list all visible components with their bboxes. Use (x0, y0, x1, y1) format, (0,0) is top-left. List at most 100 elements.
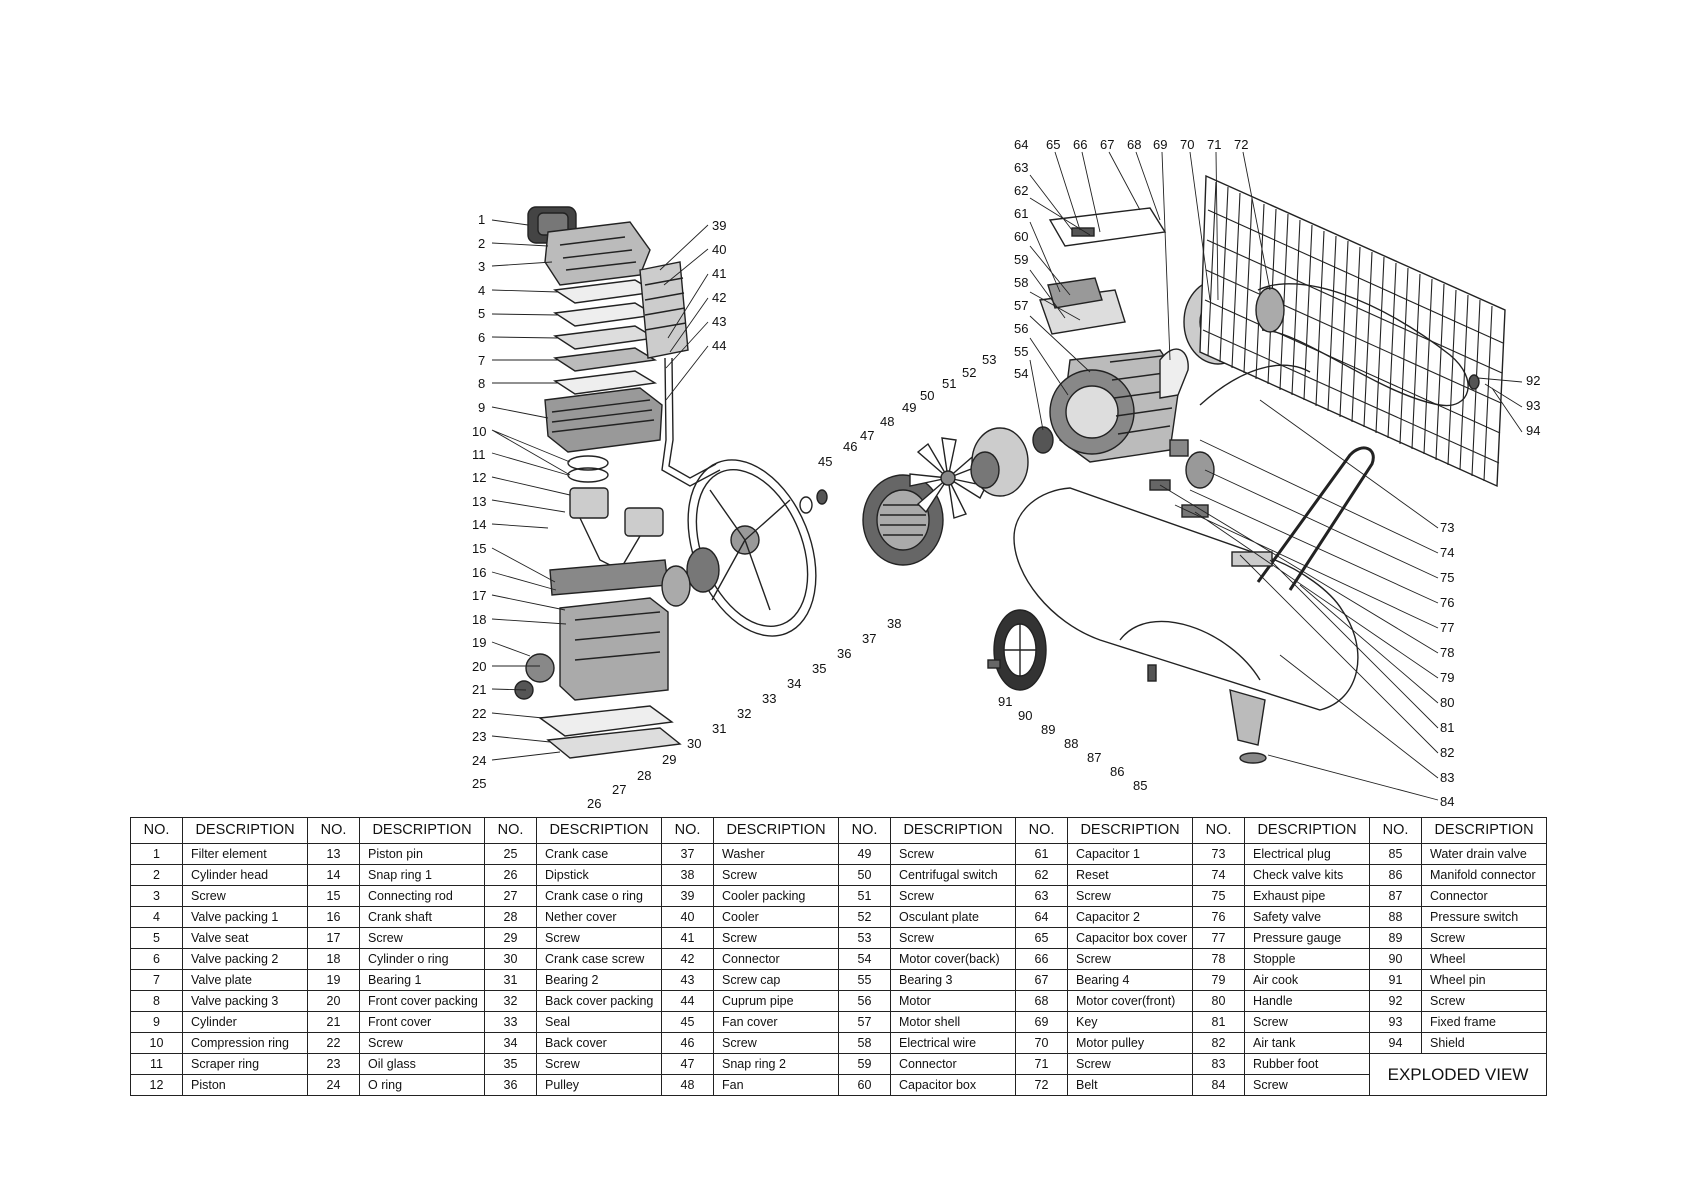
part-number-cell: 49 (838, 843, 891, 865)
callout: 6 (478, 330, 485, 345)
callout: 23 (472, 729, 486, 744)
part-description-cell: Screw (890, 843, 1016, 865)
part-description-cell: Crank case screw (536, 948, 662, 970)
part-description-cell: Compression ring (182, 1032, 308, 1054)
callout: 56 (1014, 321, 1028, 336)
part-description-cell: Motor (890, 990, 1016, 1012)
part-number-cell: 67 (1015, 969, 1068, 991)
callout: 82 (1440, 745, 1454, 760)
callout: 90 (1018, 708, 1032, 723)
callout: 49 (902, 400, 916, 415)
part-description-cell: Osculant plate (890, 906, 1016, 928)
callout: 26 (587, 796, 601, 810)
part-number-cell: 40 (661, 906, 714, 928)
part-description-cell: Air cook (1244, 969, 1370, 991)
callout: 64 (1014, 137, 1028, 152)
callout: 89 (1041, 722, 1055, 737)
callout: 68 (1127, 137, 1141, 152)
header-no: NO. (838, 817, 891, 844)
part-number-cell: 13 (307, 843, 360, 865)
part-description-cell: Capacitor box (890, 1074, 1016, 1096)
part-description-cell: Electrical wire (890, 1032, 1016, 1054)
part-number-cell: 43 (661, 969, 714, 991)
part-number-cell: 23 (307, 1053, 360, 1075)
callout: 63 (1014, 160, 1028, 175)
part-number-cell: 56 (838, 990, 891, 1012)
header-no: NO. (661, 817, 714, 844)
part-number-cell: 66 (1015, 948, 1068, 970)
part-description-cell: Handle (1244, 990, 1370, 1012)
part-description-cell: Piston pin (359, 843, 485, 865)
callout: 46 (843, 439, 857, 454)
callout: 30 (687, 736, 701, 751)
part-description-cell: Centrifugal switch (890, 864, 1016, 886)
part-number-cell: 19 (307, 969, 360, 991)
callout: 78 (1440, 645, 1454, 660)
part-number-cell: 20 (307, 990, 360, 1012)
part-number-cell: 45 (661, 1011, 714, 1033)
header-description: DESCRIPTION (713, 817, 839, 844)
part-description-cell: Rubber foot (1244, 1053, 1370, 1075)
callout: 55 (1014, 344, 1028, 359)
callout: 13 (472, 494, 486, 509)
callout: 93 (1526, 398, 1540, 413)
callout: 12 (472, 470, 486, 485)
part-description-cell: Fan (713, 1074, 839, 1096)
part-description-cell: Filter element (182, 843, 308, 865)
part-number-cell: 8 (130, 990, 183, 1012)
part-description-cell: Bearing 3 (890, 969, 1016, 991)
part-number-cell: 89 (1369, 927, 1422, 949)
part-description-cell: Screw (890, 927, 1016, 949)
part-description-cell: Bearing 1 (359, 969, 485, 991)
part-description-cell: Scraper ring (182, 1053, 308, 1075)
part-number-cell: 70 (1015, 1032, 1068, 1054)
part-description-cell: Cylinder (182, 1011, 308, 1033)
callout: 15 (472, 541, 486, 556)
part-number-cell: 64 (1015, 906, 1068, 928)
part-description-cell: Back cover (536, 1032, 662, 1054)
part-description-cell: Screw (1067, 885, 1193, 907)
part-description-cell: Electrical plug (1244, 843, 1370, 865)
callout: 22 (472, 706, 486, 721)
header-no: NO. (484, 817, 537, 844)
part-number-cell: 27 (484, 885, 537, 907)
part-number-cell: 50 (838, 864, 891, 886)
part-description-cell: Water drain valve (1421, 843, 1547, 865)
part-number-cell: 31 (484, 969, 537, 991)
callout: 84 (1440, 794, 1454, 809)
part-number-cell: 63 (1015, 885, 1068, 907)
callout: 18 (472, 612, 486, 627)
callout: 77 (1440, 620, 1454, 635)
part-description-cell: Motor pulley (1067, 1032, 1193, 1054)
callout: 19 (472, 635, 486, 650)
part-number-cell: 34 (484, 1032, 537, 1054)
part-description-cell: Stopple (1244, 948, 1370, 970)
part-number-cell: 53 (838, 927, 891, 949)
part-number-cell: 87 (1369, 885, 1422, 907)
part-description-cell: Screw (182, 885, 308, 907)
callout: 59 (1014, 252, 1028, 267)
part-description-cell: Cuprum pipe (713, 990, 839, 1012)
part-description-cell: Valve seat (182, 927, 308, 949)
part-number-cell: 36 (484, 1074, 537, 1096)
callout: 86 (1110, 764, 1124, 779)
part-description-cell: Washer (713, 843, 839, 865)
header-description: DESCRIPTION (1244, 817, 1370, 844)
part-description-cell: Capacitor box cover (1067, 927, 1193, 949)
header-no: NO. (307, 817, 360, 844)
part-description-cell: Screw (1421, 990, 1547, 1012)
part-description-cell: Connecting rod (359, 885, 485, 907)
part-description-cell: Screw (536, 1053, 662, 1075)
callout: 88 (1064, 736, 1078, 751)
part-number-cell: 93 (1369, 1011, 1422, 1033)
part-number-cell: 35 (484, 1053, 537, 1075)
part-number-cell: 86 (1369, 864, 1422, 886)
part-description-cell: Cylinder head (182, 864, 308, 886)
callout: 31 (712, 721, 726, 736)
callout: 24 (472, 753, 486, 768)
part-description-cell: Wheel (1421, 948, 1547, 970)
callout: 53 (982, 352, 996, 367)
callout: 67 (1100, 137, 1114, 152)
